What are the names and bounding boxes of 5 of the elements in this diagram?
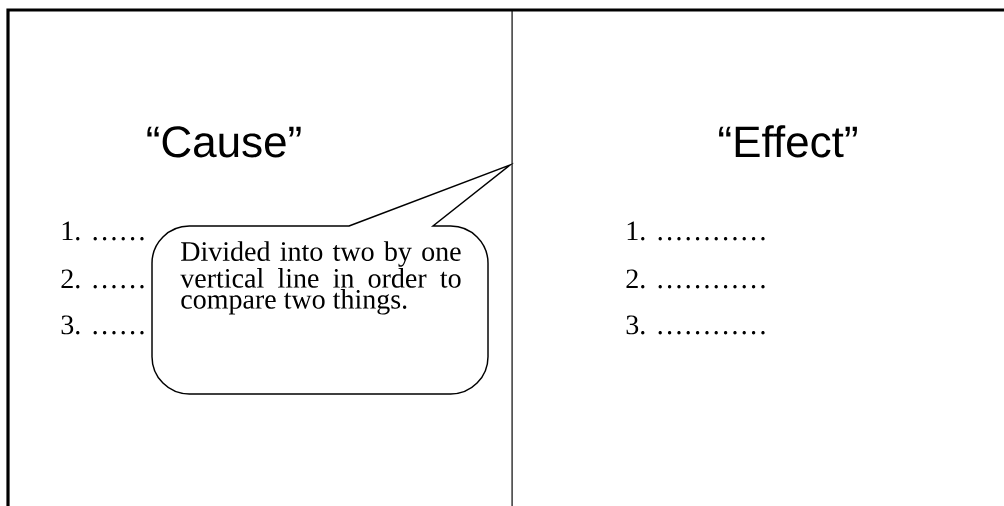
column-heading: “Effect” <box>719 125 857 158</box>
list-item: 1. ………… <box>627 221 765 241</box>
speech-bubble: Divided into two by one vertical line in order to compare two things. <box>151 164 511 395</box>
list-item: 3. ………… <box>626 315 765 335</box>
list-item: 2. ………… <box>626 269 765 289</box>
